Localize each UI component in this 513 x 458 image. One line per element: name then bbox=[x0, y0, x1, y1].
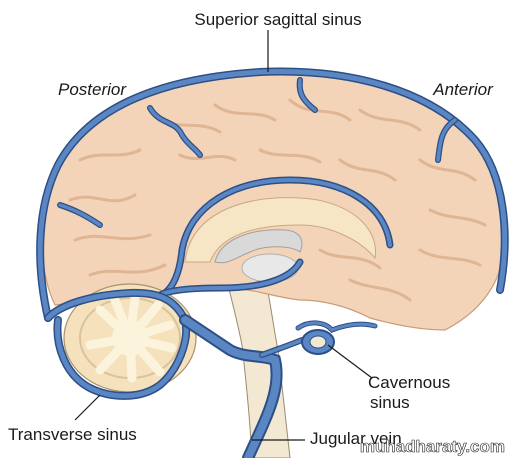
label-superior-sagittal-sinus: Superior sagittal sinus bbox=[194, 10, 361, 29]
watermark: muhadharaty.com bbox=[360, 437, 505, 456]
cerebral-gyri bbox=[68, 98, 487, 302]
label-anterior: Anterior bbox=[432, 80, 494, 99]
cortical-veins bbox=[57, 77, 458, 228]
thalamus bbox=[241, 253, 299, 283]
corpus-callosum bbox=[184, 197, 376, 263]
cerebellum bbox=[63, 283, 197, 393]
label-transverse-sinus: Transverse sinus bbox=[8, 425, 137, 444]
arbor-vitae bbox=[85, 293, 177, 383]
label-jugular-vein: Jugular vein bbox=[310, 429, 402, 448]
label-posterior: Posterior bbox=[58, 80, 127, 99]
label-cavernous-sinus-line1: Cavernous bbox=[368, 373, 450, 392]
leader-lines bbox=[74, 30, 373, 441]
lateral-ventricle bbox=[214, 229, 303, 264]
label-cavernous-sinus-line2: sinus bbox=[370, 393, 410, 412]
cavernous-sinus-vessel bbox=[295, 320, 378, 355]
